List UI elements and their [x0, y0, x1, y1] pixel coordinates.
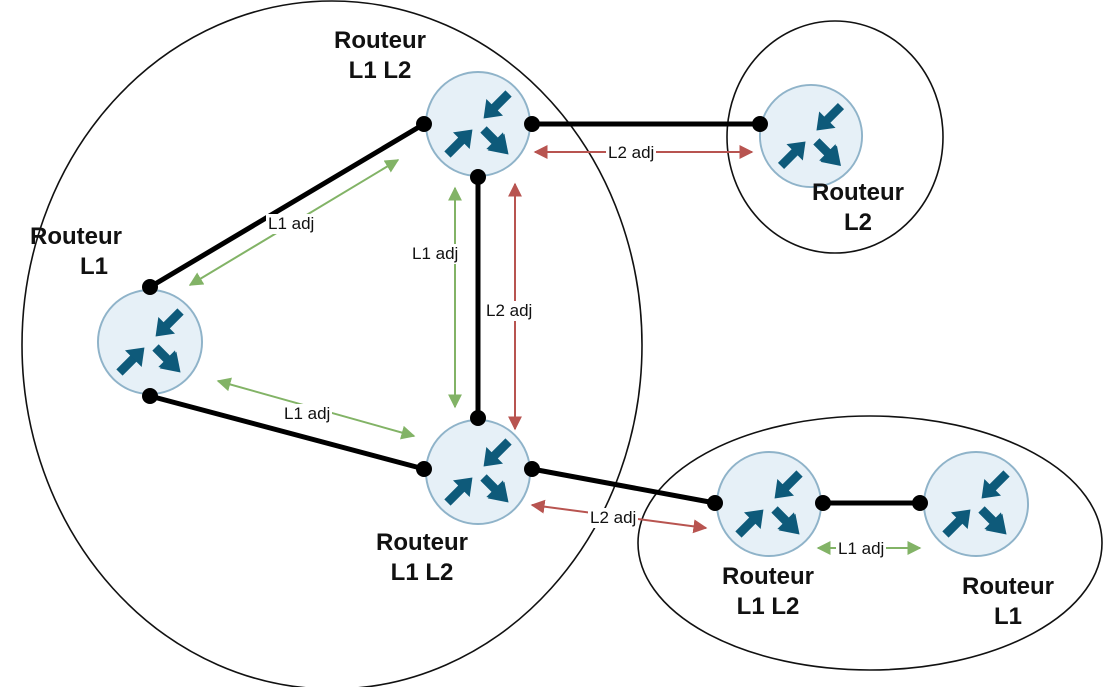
router-label-line2: L1 L2: [390, 559, 454, 586]
adj-label-bottom-area2: L2 adj: [588, 508, 639, 528]
area-boundary-main: [21, 0, 643, 687]
adj-label-left-bottom: L1 adj: [282, 404, 333, 424]
link-bottom-area2: [529, 466, 718, 506]
endpoint-dot: [912, 495, 928, 511]
router-label-line2: L1: [993, 603, 1022, 630]
router-label-line1: Routeur: [812, 179, 904, 206]
router-icon: [96, 288, 204, 396]
router-label-line2: L2: [843, 209, 872, 236]
link-left-top: [147, 121, 427, 290]
endpoint-dot: [416, 461, 432, 477]
router-label-line2: L1 L2: [348, 57, 412, 84]
endpoint-dot: [470, 169, 486, 185]
endpoint-dot: [524, 461, 540, 477]
adj-label-top-bottom-l1: L1 adj: [410, 244, 461, 264]
adj-label-top-bottom-l2: L2 adj: [484, 301, 535, 321]
area-boundary-far: [726, 20, 944, 254]
router-icon: [758, 83, 864, 189]
endpoint-dot: [815, 495, 831, 511]
endpoint-dot: [524, 116, 540, 132]
router-icon: [715, 450, 823, 558]
endpoint-dot: [142, 388, 158, 404]
router-label-far: Routeur L2: [796, 178, 920, 238]
router-label-area2-a: Routeur L1 L2: [706, 562, 830, 622]
router-label-area2-b: Routeur L1: [946, 572, 1070, 632]
link-endpoints: [142, 116, 928, 511]
router-icon: [922, 450, 1030, 558]
endpoint-dot: [416, 116, 432, 132]
router-label-line1: Routeur: [722, 563, 814, 590]
adj-label-area2-internal: L1 adj: [836, 539, 887, 559]
endpoint-dot: [707, 495, 723, 511]
router-label-line2: L1 L2: [736, 593, 800, 620]
adj-label-top-far: L2 adj: [606, 143, 657, 163]
router-label-top: Routeur L1 L2: [318, 26, 442, 86]
router-label-line1: Routeur: [376, 529, 468, 556]
adj-label-left-top: L1 adj: [266, 214, 317, 234]
router-label-line1: Routeur: [334, 27, 426, 54]
router-label-line1: Routeur: [30, 223, 122, 250]
area-boundary-bottom-right: [637, 415, 1103, 671]
router-icon: [424, 418, 532, 526]
endpoint-dot: [752, 116, 768, 132]
router-label-bottom: Routeur L1 L2: [360, 528, 484, 588]
endpoint-dot: [142, 279, 158, 295]
router-icon: [424, 70, 532, 178]
router-label-left: Routeur L1: [30, 222, 160, 282]
router-label-line2: L1: [80, 253, 109, 280]
router-label-line1: Routeur: [962, 573, 1054, 600]
endpoint-dot: [470, 410, 486, 426]
